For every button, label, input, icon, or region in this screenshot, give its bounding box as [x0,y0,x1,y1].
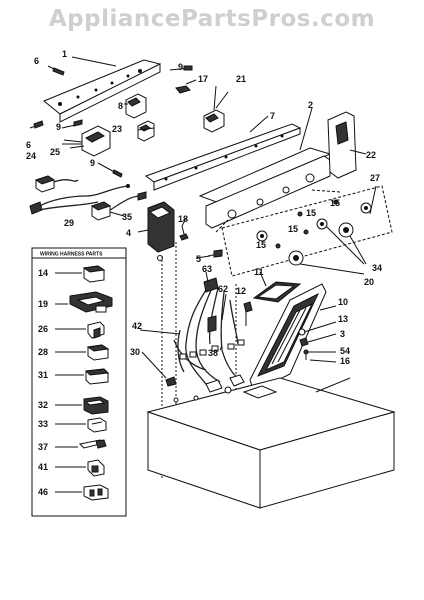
switch-21-icon [203,85,225,133]
main-wire-harness [173,277,245,393]
callout-23: 23 [112,124,122,134]
callout-9-lower: 9 [90,158,95,168]
part-7-rail [144,115,302,191]
callout-12: 12 [236,286,246,296]
box-item-26: 26 [38,324,48,334]
connector-37-icon [78,439,107,449]
callout-2: 2 [308,100,313,110]
screw-9-top-icon [169,65,193,71]
screw-18-icon [179,225,189,241]
box-item-32: 32 [38,400,48,410]
part-16-base-top [146,377,396,509]
connector-14-icon [82,265,106,283]
callout-7: 7 [270,111,275,121]
screw-9-left-icon [61,119,83,129]
callout-38: 38 [208,348,218,358]
part-11-panel [252,281,302,303]
part-22-endcap [327,111,367,179]
callout-8: 8 [118,101,123,111]
connector-32-icon [83,396,109,415]
part-2-console [198,107,332,229]
switch-23-icon [137,120,155,142]
callout-4: 4 [126,228,131,238]
callout-20: 20 [364,277,374,287]
connector-41-icon [87,459,105,477]
part-4-bracket [147,201,175,261]
callout-1: 1 [62,49,67,59]
box-item-33: 33 [38,419,48,429]
box-item-19: 19 [38,299,48,309]
connector-35-icon [90,191,147,221]
knob-27-icon [360,202,372,214]
callout-11: 11 [254,267,264,277]
box-item-31: 31 [38,370,48,380]
callout-6-bottom: 6 [26,140,31,150]
callout-15-c: 15 [288,224,298,234]
callout-54: 54 [340,346,350,356]
wiring-box-title: WIRING HARNESS PARTS [40,252,103,258]
callout-21: 21 [236,74,246,84]
callout-9-left: 9 [56,122,61,132]
callout-35: 35 [122,212,132,222]
callout-24: 24 [26,151,36,161]
clip-17-icon [175,79,197,94]
callout-6-top: 6 [34,56,39,66]
screw-9-lower-icon [97,162,123,178]
callout-25: 25 [50,147,60,157]
connector-46-icon [83,484,109,501]
callout-13: 13 [338,314,348,324]
part-1-back-plate [43,56,162,123]
knob-bottom-icon [288,250,304,266]
callout-15-d: 15 [256,240,266,250]
callout-16: 16 [340,356,350,366]
connector-19-icon [69,291,113,313]
connector-26-icon [87,321,105,339]
connector-24-icon [34,175,56,193]
callout-29: 29 [64,218,74,228]
callout-15-a: 15 [330,198,340,208]
callout-22: 22 [366,150,376,160]
part-10-cover [249,283,327,393]
callout-30: 30 [130,347,140,357]
knob-right-icon [338,222,354,238]
callout-15-b: 15 [306,208,316,218]
screw-54-icon [303,349,309,360]
wire-harness-29 [29,184,130,215]
callout-10: 10 [338,297,348,307]
callout-5: 5 [196,254,201,264]
washer-3-icon [299,337,309,347]
knob-left-icon [256,230,268,242]
box-item-28: 28 [38,347,48,357]
clip-30-icon [165,376,177,387]
callout-27: 27 [370,173,380,183]
bracket-25-icon [63,125,111,157]
screw-6-bottom-icon [29,120,44,129]
connector-31-icon [84,368,110,385]
part-12-clip [243,301,253,326]
callout-18: 18 [178,214,188,224]
callout-3: 3 [340,329,345,339]
callout-34: 34 [372,263,382,273]
box-item-37: 37 [38,442,48,452]
switch-8-icon [124,93,147,119]
box-item-41: 41 [38,462,48,472]
knob-center-icon [316,218,328,230]
callout-42: 42 [132,321,142,331]
callout-63: 63 [202,264,212,274]
callout-9-top: 9 [178,62,183,72]
callout-62: 62 [218,284,228,294]
connector-33-icon [87,417,107,433]
screw-5-icon [207,249,223,258]
connector-28-icon [86,344,110,361]
spring-15-icons [275,199,339,249]
screw-6-top-icon [47,65,65,76]
wire-24 [53,179,79,183]
watermark: AppliancePartsPros.com [48,6,376,32]
callout-17: 17 [198,74,208,84]
box-item-46: 46 [38,487,48,497]
wiring-harness-box: WIRING HARNESS PARTS 14 19 26 28 31 32 3… [31,247,127,517]
box-item-14: 14 [38,268,48,278]
